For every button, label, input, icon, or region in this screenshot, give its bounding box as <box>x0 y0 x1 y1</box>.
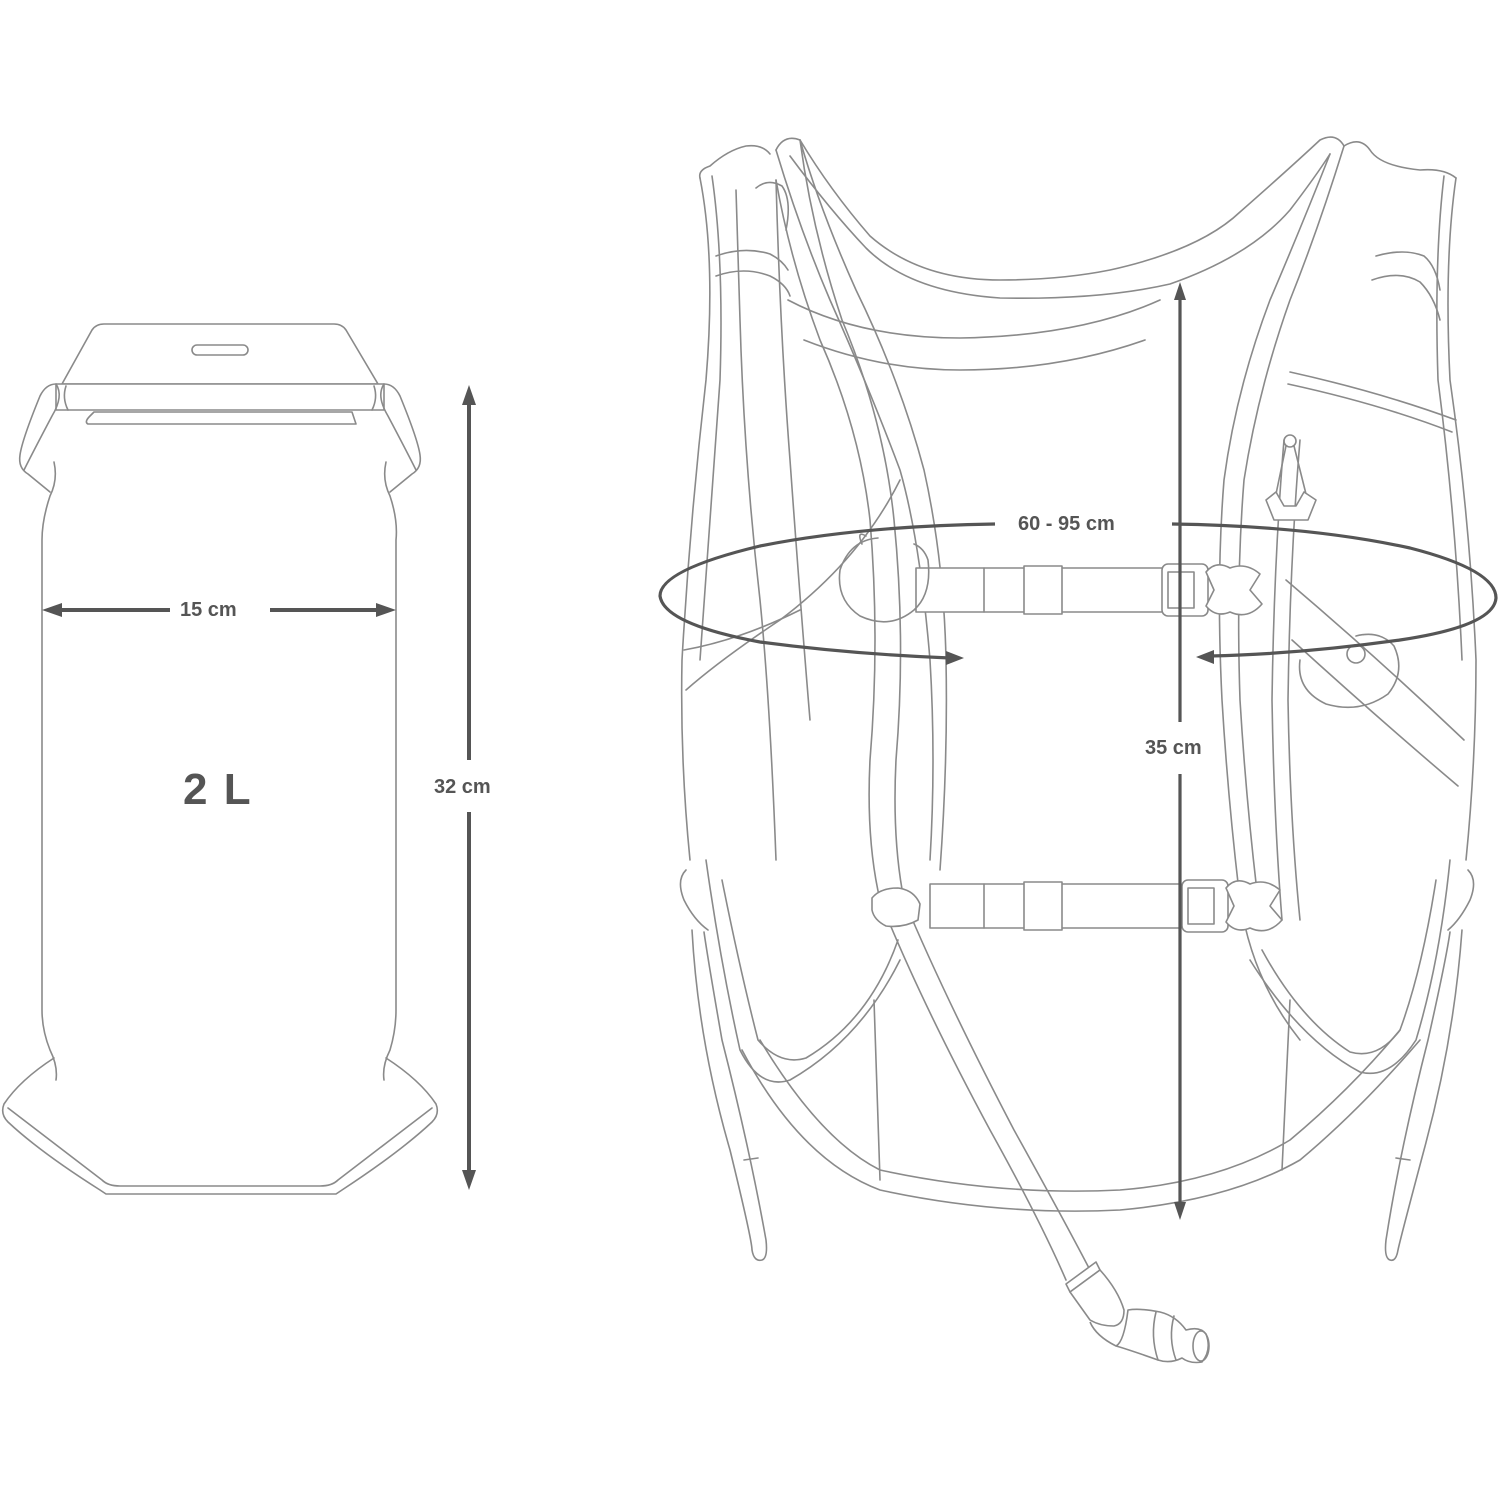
zipper-pull-icon <box>1265 434 1317 521</box>
vest-back-length-label: 35 cm <box>1145 737 1202 759</box>
reservoir-height-dimension <box>462 385 476 1190</box>
hydration-tube <box>775 139 1091 1281</box>
vest-chest-circumference-label: 60 - 95 cm <box>1018 513 1115 535</box>
reservoir-bladder-icon <box>1 323 439 1195</box>
hydration-vest-icon <box>679 136 1477 1262</box>
chest-circumference-dimension <box>658 522 1498 665</box>
reservoir-volume-label: 2 L <box>183 765 253 814</box>
sternum-strap-upper <box>915 563 1263 617</box>
reservoir-width-label: 15 cm <box>180 599 237 621</box>
reservoir-width-dimension <box>42 603 396 617</box>
back-length-dimension <box>1174 282 1186 1220</box>
tube-clip-icon <box>838 533 1400 709</box>
sternum-strap-lower <box>929 879 1283 933</box>
reservoir-height-label: 32 cm <box>434 776 491 798</box>
bite-valve-icon <box>1065 1261 1210 1364</box>
